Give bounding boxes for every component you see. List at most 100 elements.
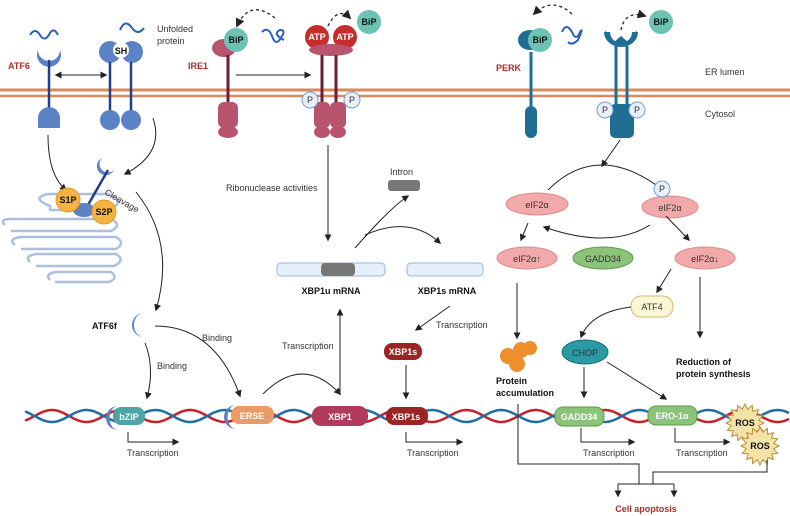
arrow	[601, 139, 621, 168]
dephosphorylation-arrow	[542, 224, 651, 239]
unfolded-protein-icon	[561, 26, 583, 45]
cell-apoptosis-label: Cell apoptosis	[615, 504, 677, 514]
erse-bound-complex: ERSE	[224, 405, 274, 429]
eif2a-up-label: eIF2α↑	[513, 254, 541, 264]
bip-icon	[357, 10, 381, 34]
arrow	[123, 117, 157, 175]
bip-release-arrow	[532, 4, 573, 16]
bzip-label: bZIP	[119, 412, 139, 422]
s2p-label: S2P	[95, 207, 112, 217]
er-membrane	[0, 88, 790, 98]
arrow	[414, 305, 451, 331]
atf4-label: ATF4	[641, 302, 662, 312]
ire1-monomer: BiP	[212, 28, 248, 138]
transcription-label: Transcription	[676, 448, 728, 458]
bip-release-arrow	[235, 9, 276, 28]
transcription-arrow	[405, 432, 464, 446]
gadd34-gene	[554, 406, 605, 427]
xbp1s-mrna-label: XBP1s mRNA	[418, 286, 477, 296]
eif2a-down-node	[674, 246, 736, 270]
ros-label: ROS	[735, 418, 755, 428]
arrow	[47, 134, 68, 191]
phosphate-label: P	[307, 95, 313, 105]
arrow	[547, 164, 665, 191]
xbp1s-protein	[384, 343, 422, 360]
phosphate-label: P	[349, 95, 355, 105]
binding-arrow	[154, 325, 242, 398]
transcription-label: Transcription	[583, 448, 635, 458]
arrow	[364, 226, 442, 244]
transcription-label: Transcription	[407, 448, 459, 458]
bip-label: BiP	[653, 17, 668, 27]
protein-accumulation-label-2: accumulation	[496, 388, 554, 398]
protein-aggregate-icon	[500, 341, 537, 372]
xbp1s-mrna	[406, 262, 484, 277]
atf6-label: ATF6	[8, 61, 30, 71]
bzip-bound-complex: bZIP	[106, 406, 145, 430]
phosphate-label: P	[659, 184, 665, 194]
xbp1s-gene	[386, 407, 428, 425]
atp-label: ATP	[308, 32, 325, 42]
intron-label: Intron	[390, 167, 413, 177]
ire1-dimer: ATP ATP P P	[301, 25, 361, 138]
atf4-node	[630, 295, 674, 318]
eif2a-down-label: eIF2α↓	[691, 254, 719, 264]
arrow	[354, 195, 410, 249]
intron-icon	[388, 180, 420, 191]
binding-arrow	[144, 342, 152, 400]
ros-star	[739, 425, 781, 467]
xbp1s-label: XBP1s	[389, 347, 418, 357]
phosphate-icon	[653, 180, 671, 198]
apoptosis-connectors	[517, 404, 768, 485]
p-eif2a-label: eIF2α	[658, 203, 681, 213]
atf6f-icon	[131, 313, 145, 338]
arrow	[656, 268, 672, 294]
bip-release-arrow	[620, 9, 647, 31]
reduction-label-2: protein synthesis	[676, 369, 751, 379]
ros-icon	[739, 425, 781, 467]
xbp1-label: XBP1	[328, 412, 352, 422]
transcription-arrow	[127, 432, 180, 446]
perk-label: PERK	[496, 63, 522, 73]
atf6-dimer: SH	[99, 22, 145, 130]
chop-label: CHOP	[572, 348, 598, 358]
p-eif2a-node	[641, 195, 699, 219]
arrow	[519, 222, 529, 242]
atf6-monomer	[29, 29, 61, 128]
ero1a-gene	[647, 405, 698, 426]
gadd34-label: GADD34	[585, 254, 621, 264]
unfolded-protein-icon	[261, 28, 285, 43]
bip-icon	[649, 10, 673, 34]
arrow	[262, 373, 341, 396]
phosphate-label: P	[634, 105, 640, 115]
arrow	[665, 215, 690, 242]
ire1-label: IRE1	[188, 61, 208, 71]
cytosol-label: Cytosol	[705, 109, 735, 119]
unfolded-protein-label-2: protein	[157, 36, 185, 46]
s2p-icon	[91, 199, 117, 225]
eif2a-up-node	[496, 246, 558, 270]
transcription-label: Transcription	[282, 341, 334, 351]
transcription-label: Transcription	[436, 320, 488, 330]
arrow	[135, 191, 164, 312]
s1p-label: S1P	[59, 195, 76, 205]
gadd34-gene-label: GADD34	[561, 412, 598, 422]
xbp1-gene	[312, 406, 368, 426]
xbp1u-mrna-label: XBP1u mRNA	[301, 286, 361, 296]
bip-label: BiP	[361, 17, 376, 27]
reduction-label-1: Reduction of	[676, 357, 732, 367]
s1p-icon	[55, 187, 81, 213]
ribonuclease-label: Ribonuclease activities	[226, 183, 318, 193]
er-lumen-label: ER lumen	[705, 67, 745, 77]
binding-label: Binding	[157, 361, 187, 371]
perk-dimer: P P	[596, 30, 646, 138]
protein-accumulation-label-1: Protein	[496, 376, 527, 386]
eif2a-label: eIF2α	[525, 200, 548, 210]
bip-release-arrow	[327, 9, 352, 27]
binding-label: Binding	[202, 333, 232, 343]
sh-label: SH	[115, 46, 128, 56]
bip-label: BiP	[532, 35, 547, 45]
unfolded-protein-label-1: Unfolded	[157, 24, 193, 34]
transcription-arrow	[674, 428, 731, 446]
